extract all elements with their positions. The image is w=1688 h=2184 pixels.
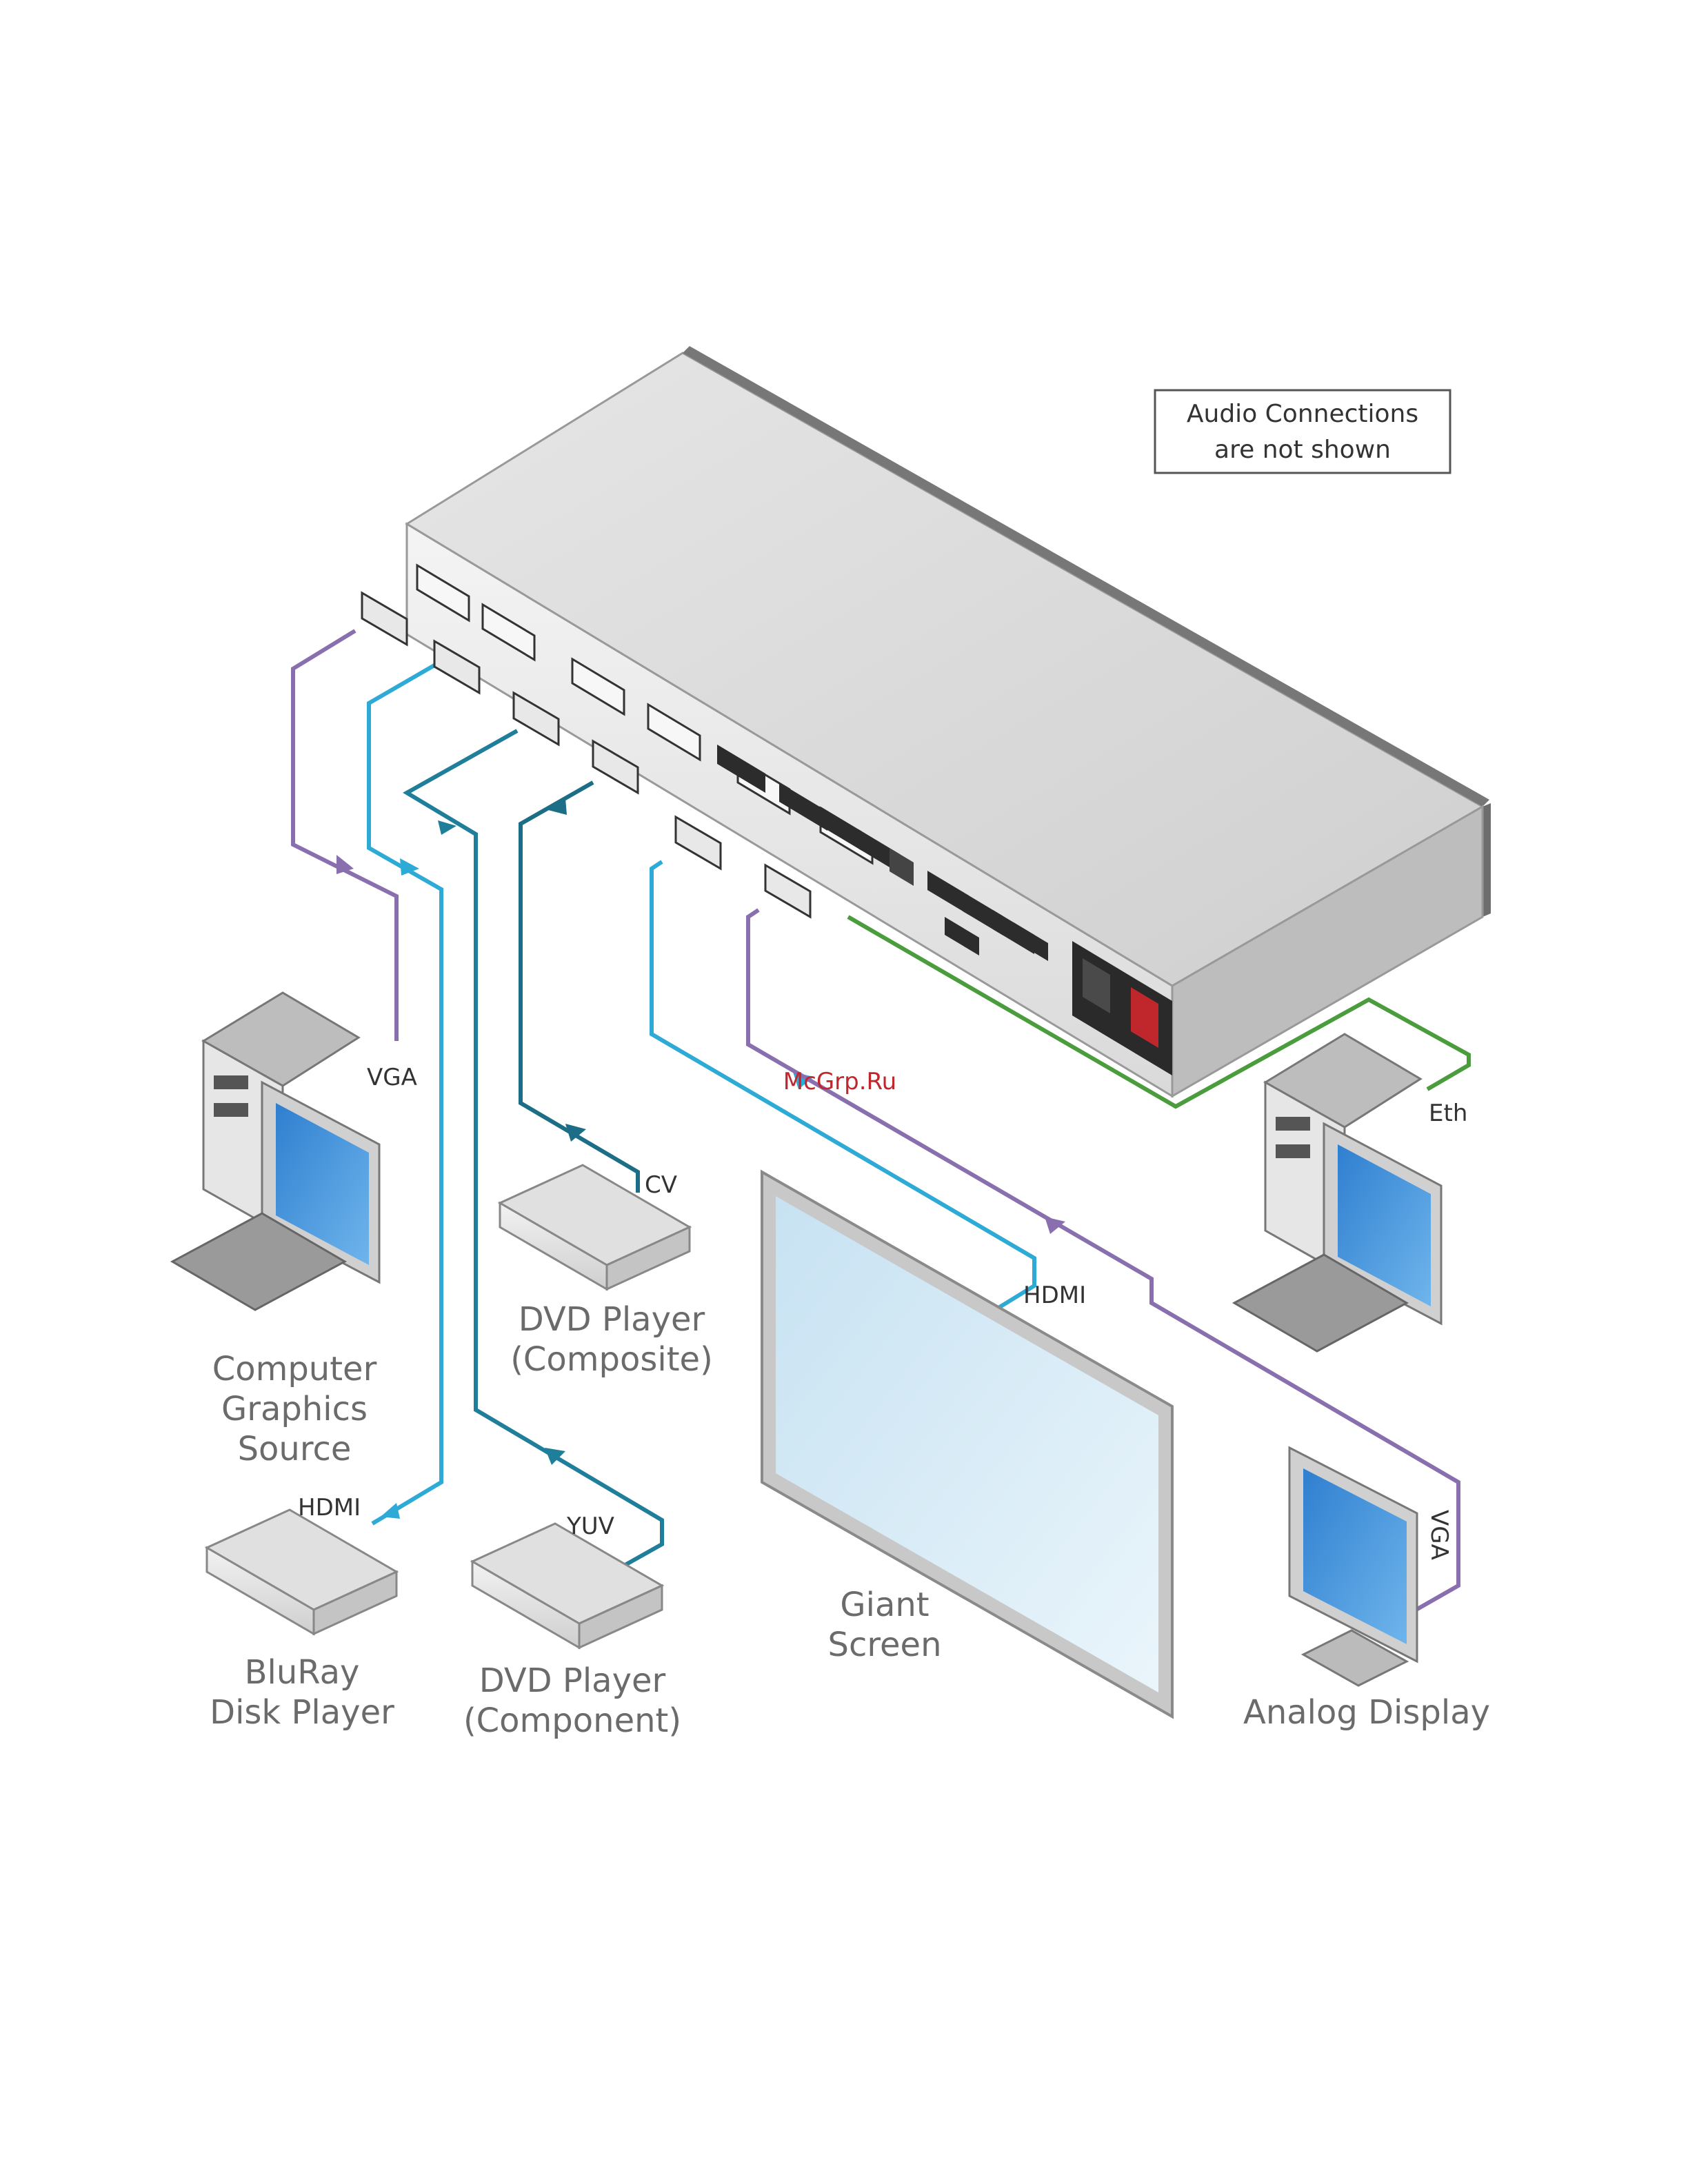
label-dvd-composite-1: DVD Player: [519, 1300, 705, 1339]
label-dvd-composite-2: (Composite): [510, 1340, 713, 1379]
label-eth: Eth: [1429, 1100, 1467, 1127]
label-hdmi-out: HDMI: [1023, 1282, 1086, 1309]
label-giant-screen-1: Giant: [840, 1586, 929, 1624]
audio-note-line2: are not shown: [1214, 436, 1391, 464]
label-dvd-component-1: DVD Player: [479, 1661, 666, 1700]
audio-note-box: Audio Connections are not shown: [1155, 390, 1450, 473]
label-dvd-component-2: (Component): [463, 1701, 681, 1740]
cable-vga-in: [293, 631, 396, 1041]
watermark: McGrp.Ru: [783, 1068, 896, 1095]
cable-component: [407, 731, 662, 1575]
label-bluray-1: BluRay: [245, 1653, 360, 1692]
label-analog-display: Analog Display: [1243, 1693, 1490, 1732]
computer-graphics-source: [172, 993, 379, 1310]
label-bluray-2: Disk Player: [210, 1693, 394, 1732]
label-vga-in: VGA: [367, 1064, 417, 1091]
label-yuv: YUV: [566, 1513, 614, 1540]
audio-note-line1: Audio Connections: [1187, 400, 1418, 428]
label-cv: CV: [645, 1171, 677, 1199]
control-computer: [1234, 1034, 1441, 1351]
label-vga-out: VGA: [1425, 1510, 1453, 1560]
label-hdmi-in: HDMI: [298, 1494, 361, 1521]
label-computer-1: Computer: [212, 1350, 377, 1388]
label-computer-2: Graphics: [221, 1390, 368, 1428]
dvd-player-component: [472, 1524, 662, 1648]
cable-composite: [521, 782, 638, 1193]
bluray-player: [207, 1510, 396, 1634]
label-giant-screen-2: Screen: [827, 1626, 941, 1664]
analog-display: [1289, 1448, 1417, 1686]
label-computer-3: Source: [238, 1430, 352, 1468]
